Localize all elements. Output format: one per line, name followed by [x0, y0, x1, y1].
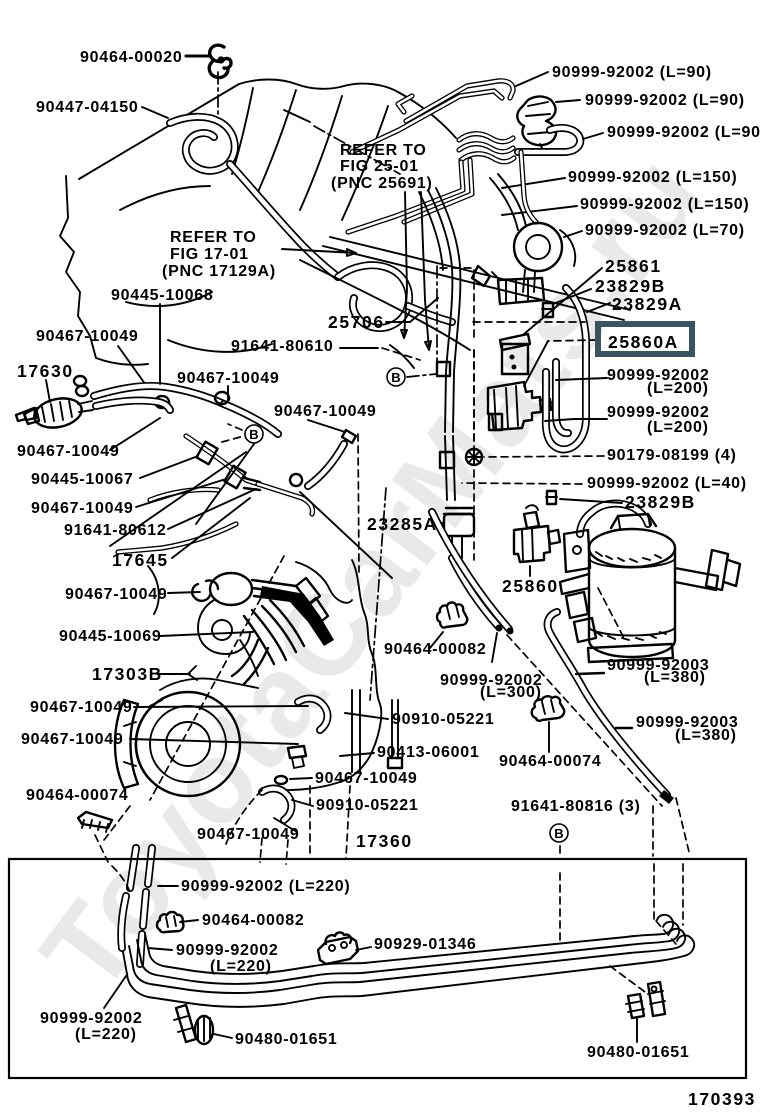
svg-text:90999-92002: 90999-92002 [440, 672, 543, 689]
svg-text:17645: 17645 [112, 550, 169, 570]
svg-text:90467-10049: 90467-10049 [31, 500, 134, 517]
svg-text:(L=220): (L=220) [75, 1026, 137, 1043]
svg-text:90999-92002 (L=40): 90999-92002 (L=40) [587, 475, 747, 492]
svg-text:90999-92002 (L=150): 90999-92002 (L=150) [580, 196, 749, 213]
svg-text:91641-80816 (3): 91641-80816 (3) [511, 798, 641, 815]
svg-text:17360: 17360 [356, 831, 413, 851]
svg-text:90910-05221: 90910-05221 [392, 711, 495, 728]
svg-text:90467-10049: 90467-10049 [197, 826, 300, 843]
svg-text:90464-00082: 90464-00082 [384, 641, 487, 658]
svg-text:90999-92003: 90999-92003 [607, 657, 710, 674]
svg-text:90467-10049: 90467-10049 [17, 443, 120, 460]
svg-text:17303B: 17303B [92, 664, 163, 684]
svg-text:25860A: 25860A [608, 332, 679, 352]
svg-text:90413-06001: 90413-06001 [377, 744, 480, 761]
svg-text:90999-92002: 90999-92002 [40, 1010, 143, 1027]
svg-text:(PNC 17129A): (PNC 17129A) [162, 263, 276, 280]
svg-text:(L=380): (L=380) [675, 727, 737, 744]
svg-text:90999-92002 (L=90): 90999-92002 (L=90) [585, 92, 745, 109]
svg-text:(L=380): (L=380) [644, 669, 706, 686]
svg-text:23285A: 23285A [367, 514, 438, 534]
svg-text:90467-10049: 90467-10049 [36, 328, 139, 345]
svg-text:REFER TO: REFER TO [170, 229, 257, 246]
svg-text:90999-92002 (L=90): 90999-92002 (L=90) [607, 124, 760, 141]
svg-text:(PNC 25691): (PNC 25691) [331, 175, 433, 192]
svg-text:90464-00074: 90464-00074 [499, 753, 602, 770]
svg-text:B: B [554, 826, 563, 841]
svg-text:91641-80610: 91641-80610 [231, 338, 334, 355]
svg-text:B: B [249, 427, 258, 442]
svg-text:90467-10049: 90467-10049 [65, 586, 168, 603]
svg-text:90467-10049: 90467-10049 [21, 731, 124, 748]
svg-text:90179-08199 (4): 90179-08199 (4) [607, 447, 737, 464]
svg-text:90445-10068: 90445-10068 [111, 287, 214, 304]
svg-text:FIG 25-01: FIG 25-01 [340, 158, 419, 175]
svg-text:90447-04150: 90447-04150 [36, 99, 139, 116]
svg-text:90464-00020: 90464-00020 [80, 49, 183, 66]
svg-text:90910-05221: 90910-05221 [316, 797, 419, 814]
svg-text:90467-10049: 90467-10049 [274, 403, 377, 420]
svg-text:25860: 25860 [502, 576, 559, 596]
svg-text:90999-92002: 90999-92002 [607, 367, 710, 384]
svg-text:90445-10069: 90445-10069 [59, 628, 162, 645]
svg-text:90999-92002 (L=70): 90999-92002 (L=70) [585, 222, 745, 239]
svg-text:90999-92002 (L=90): 90999-92002 (L=90) [552, 64, 712, 81]
svg-text:25706: 25706 [328, 312, 385, 332]
svg-text:90999-92003: 90999-92003 [636, 714, 739, 731]
svg-text:90467-10049: 90467-10049 [30, 699, 133, 716]
svg-text:90467-10049: 90467-10049 [177, 370, 280, 387]
svg-text:(L=200): (L=200) [647, 380, 709, 397]
svg-text:170393: 170393 [688, 1089, 756, 1109]
svg-text:(L=300): (L=300) [480, 684, 542, 701]
svg-text:(L=220): (L=220) [210, 958, 272, 975]
svg-text:REFER TO: REFER TO [340, 142, 427, 159]
svg-text:FIG 17-01: FIG 17-01 [170, 246, 249, 263]
svg-text:91641-80612: 91641-80612 [64, 522, 167, 539]
svg-text:90929-01346: 90929-01346 [374, 936, 477, 953]
svg-text:90999-92002: 90999-92002 [607, 404, 710, 421]
svg-text:B: B [391, 370, 400, 385]
svg-text:90999-92002 (L=150): 90999-92002 (L=150) [568, 169, 737, 186]
svg-text:90999-92002: 90999-92002 [176, 942, 279, 959]
svg-text:(L=200): (L=200) [647, 419, 709, 436]
svg-text:90445-10067: 90445-10067 [31, 471, 134, 488]
svg-text:23829B: 23829B [625, 492, 696, 512]
svg-text:90464-00082: 90464-00082 [202, 912, 305, 929]
svg-text:17630: 17630 [17, 361, 74, 381]
svg-text:23829B: 23829B [595, 276, 666, 296]
svg-text:90464-00074: 90464-00074 [26, 787, 129, 804]
svg-text:90467-10049: 90467-10049 [315, 770, 418, 787]
svg-text:90999-92002 (L=220): 90999-92002 (L=220) [181, 878, 350, 895]
svg-text:90480-01651: 90480-01651 [235, 1031, 338, 1048]
svg-text:90480-01651: 90480-01651 [587, 1044, 690, 1061]
svg-text:23829A: 23829A [612, 294, 683, 314]
svg-text:25861: 25861 [605, 256, 662, 276]
